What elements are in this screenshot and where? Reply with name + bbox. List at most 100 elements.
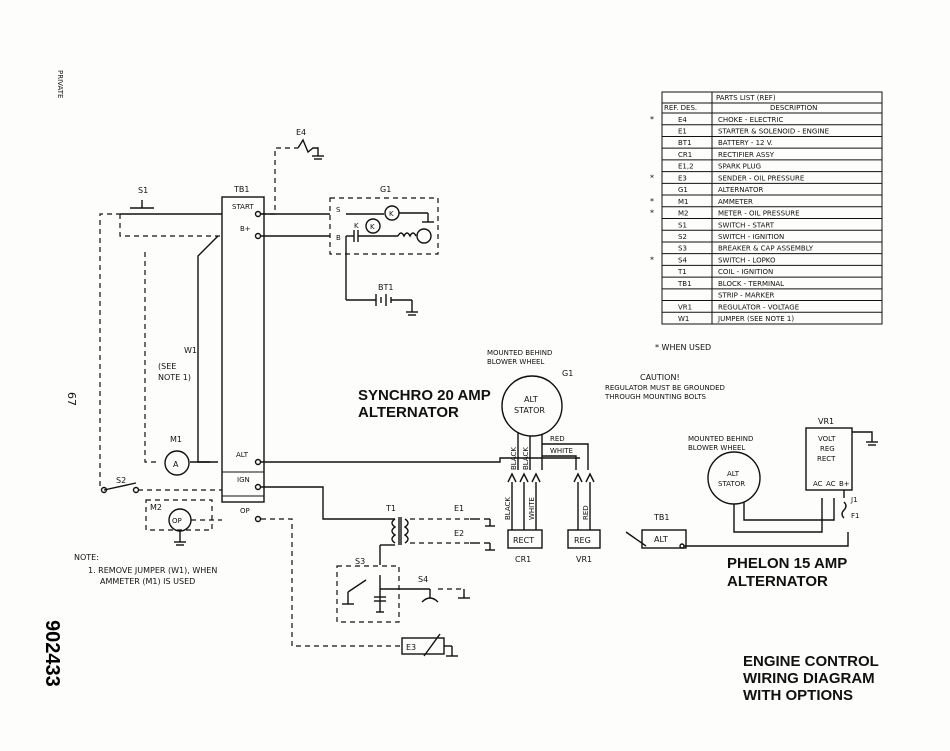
parts-row-ref: TB1: [677, 280, 692, 288]
oil-meter-m2: M2 OP: [145, 499, 222, 546]
bt1-label: BT1: [378, 283, 393, 292]
parts-row-ref: T1: [677, 268, 687, 276]
vr1-ac2: AC: [826, 480, 836, 488]
vr1-volt: VOLT: [818, 435, 836, 443]
parts-row-desc: JUMPER (SEE NOTE 1): [717, 315, 794, 323]
s1-label: S1: [138, 186, 148, 195]
phelon-vr1-label: VR1: [818, 417, 834, 426]
wire-connector: [507, 472, 517, 483]
synchro-title-line1: SYNCHRO 20 AMP: [358, 387, 491, 404]
t1-label: T1: [385, 504, 396, 513]
cr1-label: CR1: [515, 555, 531, 564]
breaker-s3: S3: [336, 557, 410, 623]
e1-label: E1: [454, 504, 464, 513]
caution-line2: REGULATOR MUST BE GROUNDED: [605, 384, 725, 392]
sender-e3: E3: [401, 633, 458, 657]
note-head: NOTE:: [74, 553, 99, 562]
alternator-g1-box: G1 S B K K K: [329, 185, 439, 300]
f1-label: F1: [851, 512, 859, 520]
parts-row-ref: M1: [678, 198, 689, 206]
s3-label: S3: [355, 557, 365, 566]
wire-connector: [573, 472, 583, 483]
note-line1: 1. REMOVE JUMPER (W1), WHEN: [88, 566, 217, 575]
g1-k2-label: K: [370, 223, 375, 231]
parts-row-desc: RECTIFIER ASSY: [718, 151, 775, 159]
caution-line3: THROUGH MOUNTING BOLTS: [604, 393, 706, 401]
synchro-red: RED: [550, 435, 565, 443]
phelon-alt-stator: MOUNTED BEHIND BLOWER WHEEL ALT STATOR: [688, 435, 835, 533]
margin-scan-text: PRIVATE: [56, 70, 64, 98]
diagram-title-line1: ENGINE CONTROL: [743, 653, 879, 670]
tb1-op: OP: [240, 507, 250, 515]
parts-row-desc: SWITCH - START: [718, 221, 775, 229]
m1-a-label: A: [173, 460, 179, 469]
parts-row-ref: S3: [678, 245, 687, 253]
phelon-tb1-label: TB1: [653, 513, 669, 522]
parts-table-title: PARTS LIST (REF): [716, 94, 776, 102]
s4-label: S4: [418, 575, 428, 584]
parts-row-ref: S1: [678, 221, 687, 229]
wire-red-2: RED: [582, 505, 590, 520]
see-note-2: NOTE 1): [158, 373, 191, 382]
g1-k-label: K: [354, 222, 359, 230]
parts-row-ref: E4: [678, 116, 687, 124]
voltage-regulator-vr1: VR1 VOLT REG RECT AC AC B+ J1 F1: [805, 417, 878, 520]
wire-black-3: BLACK: [504, 497, 512, 520]
parts-row-mark: *: [650, 255, 654, 264]
parts-row-desc: SWITCH - IGNITION: [718, 233, 784, 241]
parts-col-desc: DESCRIPTION: [770, 104, 817, 112]
parts-row-ref: S4: [678, 256, 687, 264]
vr1-label: VR1: [576, 555, 592, 564]
j1-label: J1: [850, 496, 858, 504]
parts-row-desc: METER - OIL PRESSURE: [718, 210, 800, 218]
parts-row-ref: S2: [678, 233, 687, 241]
parts-row-ref: E1: [678, 128, 687, 136]
reg-box-label: REG: [574, 536, 591, 545]
parts-row-desc: SWITCH - LOPKO: [718, 256, 776, 264]
start-switch-s1: S1: [99, 186, 222, 486]
parts-row-desc: AMMETER: [718, 198, 753, 206]
caution-line1: CAUTION!: [640, 373, 680, 382]
rect-box-label: RECT: [513, 536, 534, 545]
ammeter-m1: A M1: [144, 252, 190, 476]
parts-row-ref: CR1: [678, 151, 692, 159]
synchro-alt-stator: MOUNTED BEHIND BLOWER WHEEL G1 ALT STATO…: [487, 349, 601, 564]
parts-row-ref: E3: [678, 174, 687, 182]
parts-row-ref: E1,2: [678, 163, 694, 171]
parts-row-ref: M2: [678, 210, 689, 218]
phelon-alt-label: ALT: [654, 535, 668, 544]
parts-row-desc: SENDER - OIL PRESSURE: [718, 174, 804, 182]
m2-label: M2: [150, 503, 162, 512]
vr1-ac1: AC: [813, 480, 823, 488]
vr1-bplus: B+: [839, 480, 850, 488]
w1-label: W1: [184, 346, 197, 355]
when-used-note: * WHEN USED: [655, 343, 711, 352]
battery-bt1: BT1: [346, 283, 418, 316]
parts-row-desc: BLOCK - TERMINAL: [718, 280, 784, 288]
page-number: 67: [65, 392, 78, 406]
phelon-mount-2: BLOWER WHEEL: [688, 444, 745, 452]
see-note-1: (SEE: [158, 362, 176, 371]
parts-row-mark: *: [650, 115, 654, 124]
diagram-title-line3: WITH OPTIONS: [743, 687, 853, 704]
phelon-stator-2: STATOR: [718, 480, 745, 488]
ignition-switch-s2: S2: [100, 476, 222, 494]
s2-label: S2: [116, 476, 126, 485]
drawing-number: 902433: [41, 620, 63, 687]
parts-row-desc: COIL - IGNITION: [718, 268, 773, 276]
parts-row-desc: BREAKER & CAP ASSEMBLY: [718, 245, 814, 253]
g1-s-label: S: [336, 206, 341, 214]
parts-row-mark: *: [650, 209, 654, 218]
spark-plugs: E1 E2: [454, 504, 495, 551]
parts-row-desc: SPARK PLUG: [718, 163, 761, 171]
synchro-stator-1: ALT: [524, 395, 538, 404]
wire-connector: [585, 472, 595, 483]
parts-row-desc: BATTERY - 12 V.: [718, 139, 773, 147]
terminal-block-tb1: TB1 START B+ ALT IGN OP: [221, 185, 265, 523]
vr1-reg: REG: [820, 445, 835, 453]
tb1-start: START: [232, 203, 254, 211]
parts-row-ref: BT1: [678, 139, 692, 147]
parts-col-ref: REF. DES.: [664, 104, 697, 112]
synchro-stator-2: STATOR: [514, 406, 545, 415]
synchro-white: WHITE: [550, 447, 573, 455]
